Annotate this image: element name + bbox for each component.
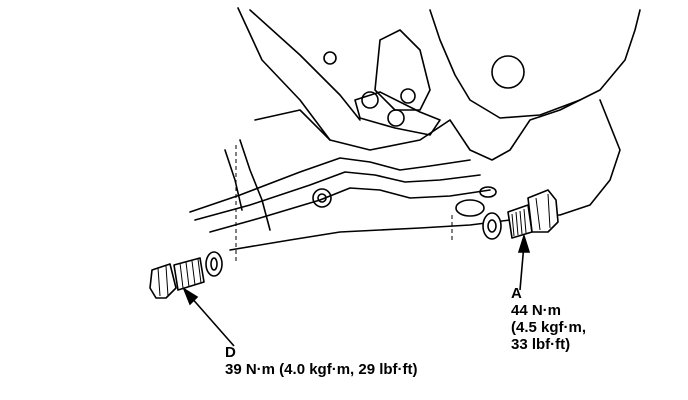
callout-d-torque-spec: 39 N·m (4.0 kgf·m, 29 lbf·ft) xyxy=(225,361,418,378)
bracket-body xyxy=(374,29,431,111)
drain-plug-a xyxy=(482,189,559,240)
arrowhead-a xyxy=(517,233,531,253)
case-center-nut-inner xyxy=(317,193,327,203)
case-lower-edge xyxy=(229,219,511,251)
boss-near-plug-a-2 xyxy=(479,186,497,198)
case-left-rib-2 xyxy=(224,149,243,211)
housing-right-contour xyxy=(429,9,581,119)
housing-upper-edge xyxy=(249,9,361,121)
flange-line-lower xyxy=(209,187,491,233)
plug-a-thread xyxy=(507,204,533,239)
flange-line-upper xyxy=(189,157,471,213)
callout-a-letter: A xyxy=(511,285,522,302)
boss-near-plug-a xyxy=(455,199,485,217)
bracket-bolt-4 xyxy=(323,51,337,65)
arrowhead-d xyxy=(182,287,199,306)
bracket-lower xyxy=(354,91,441,136)
flange-line-middle xyxy=(194,171,481,221)
callout-a-torque-spec: 44 N·m (4.5 kgf·m, 33 lbf·ft) xyxy=(511,302,586,353)
callout-d-letter: D xyxy=(225,344,236,361)
housing-round-boss xyxy=(491,55,525,89)
case-center-nut xyxy=(312,188,332,208)
housing-outline xyxy=(237,7,641,161)
bracket-bolt-2 xyxy=(387,109,405,127)
leader-line-d xyxy=(189,295,235,347)
callout-a-line-1: 44 N·m xyxy=(511,302,562,319)
bracket-bolt-3 xyxy=(400,88,416,104)
callout-a-line-2: (4.5 kgf·m, xyxy=(511,319,587,336)
drain-plug-d xyxy=(149,251,223,299)
plug-a-head xyxy=(527,189,559,233)
plug-d-head xyxy=(149,263,177,299)
case-left-rib xyxy=(239,139,271,231)
bracket-bolt-1 xyxy=(361,91,379,109)
case-panel-left xyxy=(254,109,331,141)
plug-d-thread xyxy=(173,257,205,291)
callout-a-line-3: 33 lbf·ft) xyxy=(511,336,571,353)
